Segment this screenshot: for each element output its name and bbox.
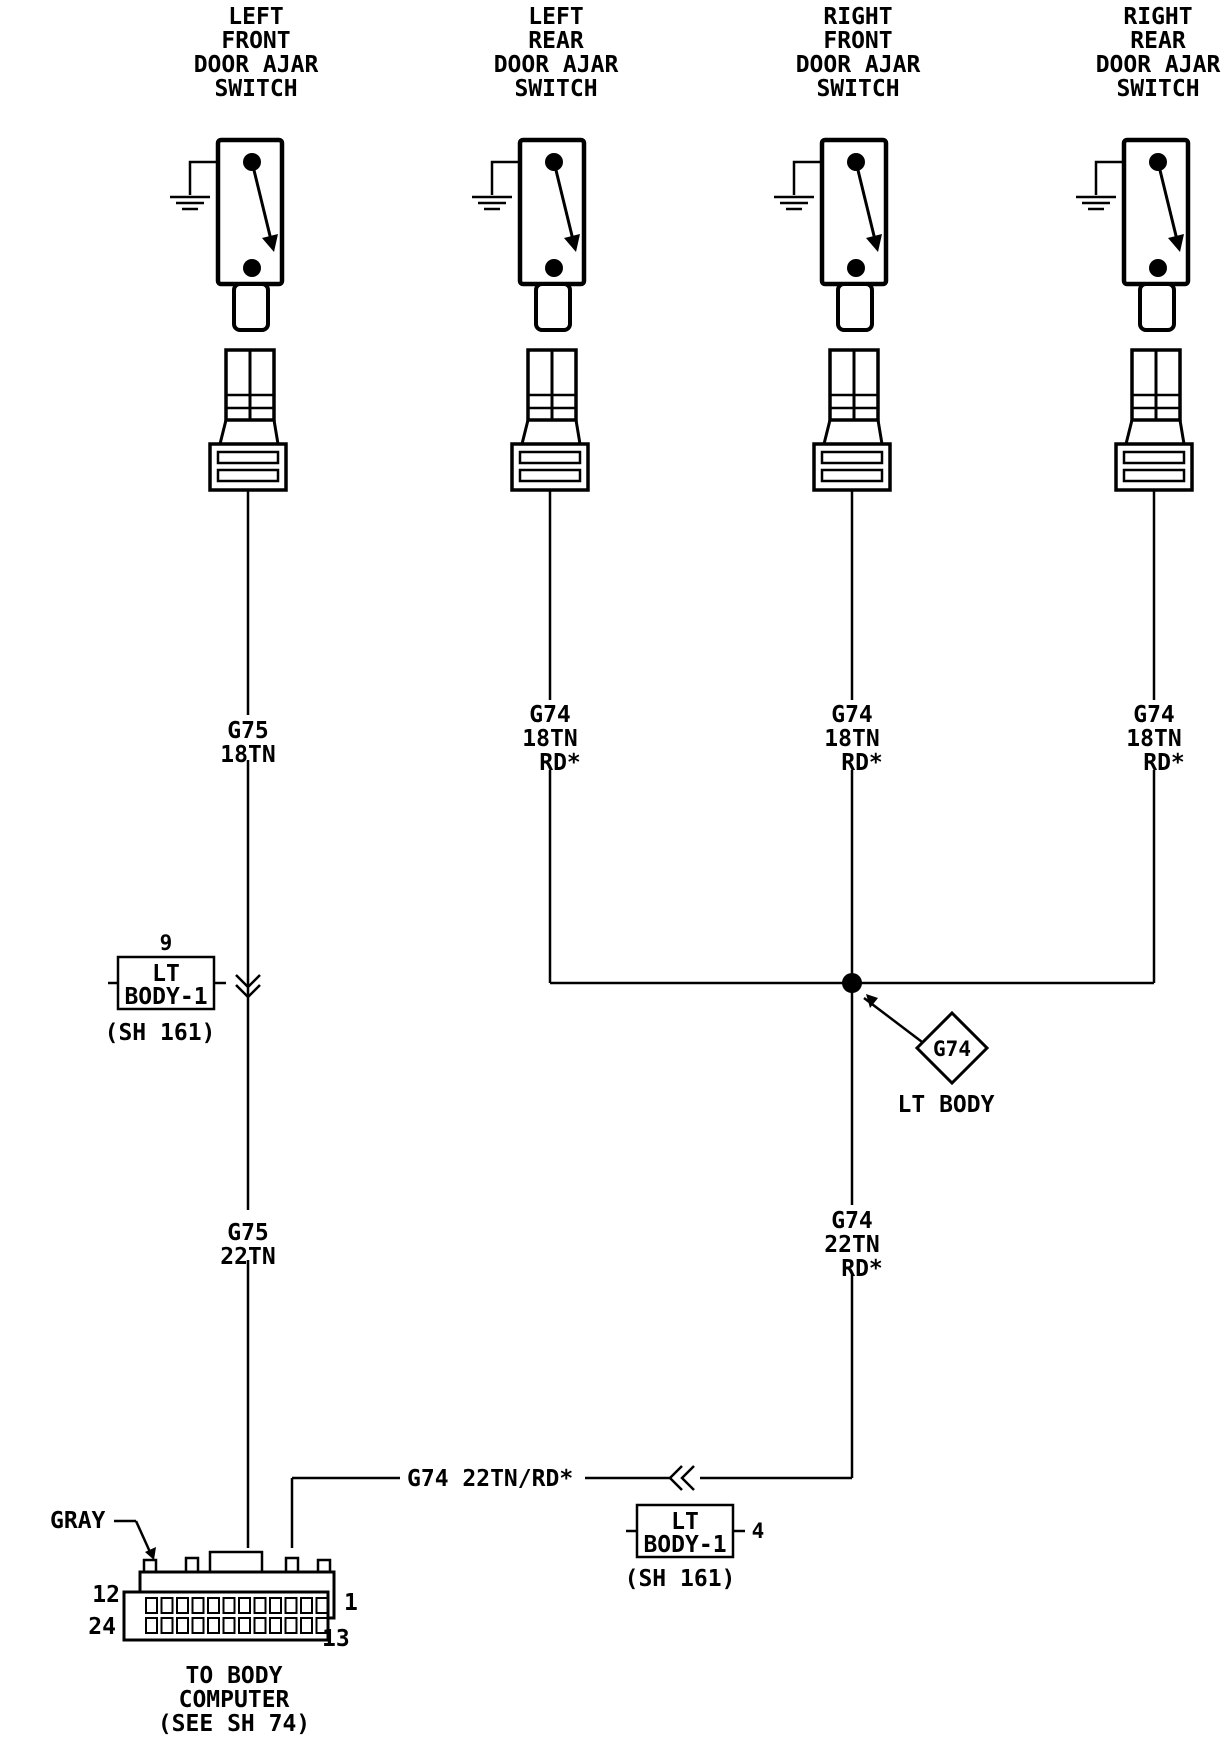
switch-label-left-front: LEFT FRONT DOOR AJAR SWITCH bbox=[194, 4, 319, 102]
svg-text:DOOR AJAR: DOOR AJAR bbox=[194, 52, 319, 78]
svg-text:9: 9 bbox=[160, 931, 173, 955]
svg-text:LT: LT bbox=[671, 1509, 699, 1535]
svg-text:LT: LT bbox=[152, 961, 180, 987]
switch-label-right-front: RIGHT FRONT DOOR AJAR SWITCH bbox=[796, 4, 921, 102]
svg-text:G74: G74 bbox=[831, 1208, 873, 1234]
wire-label-left-front: G75 18TN bbox=[220, 718, 275, 768]
svg-text:18TN: 18TN bbox=[1126, 726, 1181, 752]
svg-text:DOOR AJAR: DOOR AJAR bbox=[1096, 52, 1221, 78]
svg-text:RD*: RD* bbox=[1143, 750, 1185, 776]
svg-text:G74: G74 bbox=[1133, 702, 1175, 728]
connector-lt-body-1-right: LT BODY-1 4 (SH 161) bbox=[625, 1503, 765, 1592]
svg-text:DOOR AJAR: DOOR AJAR bbox=[796, 52, 921, 78]
door-ajar-switch-left-front bbox=[170, 137, 288, 492]
svg-text:SWITCH: SWITCH bbox=[1116, 76, 1199, 102]
svg-text:4: 4 bbox=[752, 1519, 765, 1543]
svg-text:18TN: 18TN bbox=[522, 726, 577, 752]
switch-label-left-rear: LEFT REAR DOOR AJAR SWITCH bbox=[494, 4, 619, 102]
svg-text:G74: G74 bbox=[933, 1037, 971, 1061]
svg-text:SWITCH: SWITCH bbox=[214, 76, 297, 102]
wire-label-g75-22tn: G75 22TN bbox=[220, 1220, 275, 1270]
splice-dot bbox=[842, 973, 862, 993]
svg-text:18TN: 18TN bbox=[220, 742, 275, 768]
svg-text:12: 12 bbox=[92, 1582, 120, 1608]
svg-text:1: 1 bbox=[344, 1590, 358, 1616]
body-computer-connector: GRAY 12 1 24 13 TO BODY COMPUTER (SEE SH… bbox=[50, 1508, 358, 1737]
svg-text:SWITCH: SWITCH bbox=[816, 76, 899, 102]
door-ajar-switch-right-front bbox=[774, 137, 892, 492]
svg-text:BODY-1: BODY-1 bbox=[124, 984, 207, 1010]
wire-label-left-rear: G74 18TN RD* bbox=[522, 702, 580, 776]
svg-text:LEFT: LEFT bbox=[528, 4, 583, 30]
svg-text:RIGHT: RIGHT bbox=[823, 4, 892, 30]
svg-text:SWITCH: SWITCH bbox=[514, 76, 597, 102]
svg-text:G75: G75 bbox=[227, 1220, 269, 1246]
svg-text:COMPUTER: COMPUTER bbox=[179, 1687, 290, 1713]
svg-text:18TN: 18TN bbox=[824, 726, 879, 752]
svg-text:BODY-1: BODY-1 bbox=[643, 1532, 726, 1558]
svg-text:22TN: 22TN bbox=[824, 1232, 879, 1258]
wire-label-right-rear: G74 18TN RD* bbox=[1126, 702, 1184, 776]
connector-lt-body-1-left: 9 LT BODY-1 (SH 161) bbox=[105, 931, 261, 1046]
door-ajar-switch-left-rear bbox=[472, 137, 590, 492]
svg-text:22TN: 22TN bbox=[220, 1244, 275, 1270]
svg-text:RD*: RD* bbox=[539, 750, 581, 776]
wire-label-g74-22tn-rd: G74 22TN/RD* bbox=[407, 1466, 573, 1492]
switch-label-right-rear: RIGHT REAR DOOR AJAR SWITCH bbox=[1096, 4, 1221, 102]
svg-text:LT BODY: LT BODY bbox=[898, 1092, 995, 1118]
svg-text:G74: G74 bbox=[831, 702, 873, 728]
svg-text:DOOR AJAR: DOOR AJAR bbox=[494, 52, 619, 78]
svg-text:RIGHT: RIGHT bbox=[1123, 4, 1192, 30]
svg-text:REAR: REAR bbox=[528, 28, 584, 54]
svg-text:(SEE SH 74): (SEE SH 74) bbox=[158, 1711, 310, 1737]
svg-text:TO BODY: TO BODY bbox=[186, 1663, 283, 1689]
svg-text:G75: G75 bbox=[227, 718, 269, 744]
svg-text:LEFT: LEFT bbox=[228, 4, 283, 30]
svg-text:(SH 161): (SH 161) bbox=[625, 1566, 736, 1592]
svg-text:GRAY: GRAY bbox=[50, 1508, 106, 1534]
wire-label-right-front: G74 18TN RD* bbox=[824, 702, 882, 776]
svg-text:24: 24 bbox=[88, 1614, 116, 1640]
wire-label-g74-22tn: G74 22TN RD* bbox=[824, 1208, 882, 1282]
svg-text:FRONT: FRONT bbox=[221, 28, 290, 54]
svg-text:RD*: RD* bbox=[841, 1256, 883, 1282]
svg-text:FRONT: FRONT bbox=[823, 28, 892, 54]
svg-text:G74: G74 bbox=[529, 702, 571, 728]
door-ajar-switch-right-rear bbox=[1076, 137, 1194, 492]
svg-text:RD*: RD* bbox=[841, 750, 883, 776]
svg-text:13: 13 bbox=[322, 1626, 350, 1652]
svg-text:(SH 161): (SH 161) bbox=[105, 1020, 216, 1046]
splice-g74: G74 LT BODY bbox=[863, 994, 995, 1118]
svg-text:REAR: REAR bbox=[1130, 28, 1186, 54]
